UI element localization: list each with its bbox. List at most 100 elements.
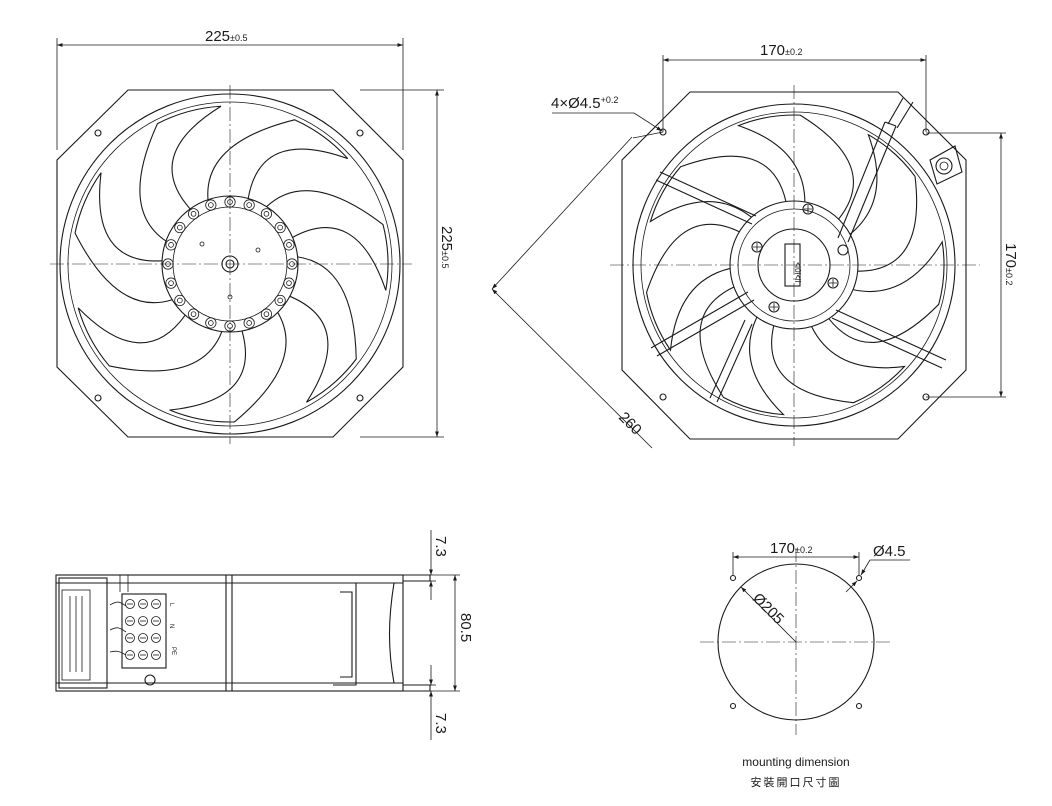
hub-bolt — [174, 294, 186, 307]
mounting-hole-dia-label: Ø4.5 — [873, 543, 906, 560]
mounting-view: 170±0.2 Ø4.5 Ø205 mounting dimension 安裝開… — [700, 540, 910, 789]
impeller-blade — [849, 133, 918, 272]
impeller-blade — [771, 325, 906, 404]
side-bottom-flange-label: 7.3 — [432, 713, 449, 734]
hub-bolt-center — [177, 224, 183, 231]
impeller-blade — [169, 312, 287, 423]
hub-bolt-center — [177, 297, 183, 304]
rear-frame — [621, 91, 967, 440]
impeller-blade — [699, 286, 786, 416]
front-width-dim-label: 225±0.5 — [205, 28, 247, 45]
rear-hole-callout: 4×Ø4.5+0.2 — [551, 95, 618, 112]
impeller-blade — [649, 155, 787, 223]
terminal-screw — [151, 599, 161, 609]
mounting-caption-zh: 安裝開口尺寸圖 — [751, 775, 842, 789]
terminal-screw — [151, 616, 161, 626]
terminal-screw — [125, 633, 135, 643]
side-terminal-PE: PE — [170, 647, 176, 655]
side-terminals — [125, 599, 161, 660]
impeller-blade — [74, 172, 173, 304]
hub-bolt — [243, 317, 255, 329]
impeller-blade — [139, 105, 222, 242]
terminal-screw — [138, 599, 148, 609]
front-view: 225±0.5 225±0.5 — [50, 28, 455, 444]
rear-spokes — [650, 97, 947, 403]
terminal-screw — [138, 633, 148, 643]
mounting-cutout-dim-line — [740, 586, 797, 643]
front-frame — [56, 89, 404, 438]
impeller-blade — [77, 307, 223, 372]
mounting-spacing-label: 170±0.2 — [770, 540, 812, 557]
rear-cable-gland — [929, 145, 963, 185]
rear-hole-spacing-y-label: 170±0.2 — [1002, 243, 1019, 285]
front-height-dim-label: 225±0.5 — [438, 226, 455, 268]
mounting-hole — [855, 702, 863, 710]
hub-bolt-center — [263, 211, 270, 217]
side-terminal-block — [121, 593, 167, 669]
impeller-blade — [207, 119, 349, 200]
side-terminal-N: N — [168, 624, 174, 628]
hub-bolt — [283, 239, 295, 251]
mounting-hole — [729, 702, 737, 710]
hub-bolt — [187, 308, 200, 320]
mounting-caption-en: mounting dimension — [742, 755, 849, 769]
impeller-blade — [828, 240, 945, 343]
terminal-screw — [125, 616, 135, 626]
hub-bolt — [174, 221, 186, 234]
hub-bolt-center — [277, 224, 283, 231]
rear-hole-spacing-x-label: 170±0.2 — [760, 42, 802, 59]
impeller-blade — [266, 190, 389, 291]
hub-bolt-center — [263, 311, 270, 317]
mounting-hole — [729, 574, 737, 582]
hub-bolt-center — [190, 311, 197, 317]
impeller-blade — [289, 256, 357, 403]
rear-view: 170±0.2 170±0.2 4×Ø4.5+0.2 260 — [491, 42, 1019, 449]
front-hole — [94, 394, 102, 402]
side-terminal-L: L — [168, 603, 174, 607]
hub-bolt — [205, 317, 217, 329]
terminal-screw — [138, 616, 148, 626]
hub-bolt-center — [246, 320, 252, 326]
hub-bolt-center — [246, 202, 252, 208]
hub-bolt-center — [190, 211, 197, 217]
rear-diagonal-dim-line — [491, 136, 633, 290]
rear-diagonal-label: 260 — [615, 409, 645, 439]
terminal-screw — [151, 650, 161, 660]
side-depth-label: 80.5 — [457, 613, 474, 642]
hub-bolt — [165, 277, 177, 289]
hub-bolt-center — [277, 297, 283, 304]
hub-bolt — [165, 239, 177, 251]
terminal-screw — [151, 633, 161, 643]
hub-bolt — [205, 199, 217, 211]
hub-bolt-center — [208, 202, 214, 208]
hub-bolt-center — [168, 280, 174, 286]
hub-bolt — [187, 208, 200, 220]
front-impeller-blades — [74, 105, 389, 423]
hub-bolt-center — [208, 320, 214, 326]
impeller-blade — [645, 223, 740, 352]
front-hole — [356, 129, 364, 137]
hub-bolt — [260, 308, 273, 320]
terminal-screw — [138, 650, 148, 660]
terminal-screw — [125, 599, 135, 609]
hub-bolt-center — [286, 242, 292, 248]
hub-bolt — [243, 199, 255, 211]
rear-hub-screws — [751, 203, 849, 313]
hub-bolt — [260, 208, 273, 220]
mounting-hole — [855, 574, 863, 582]
side-junction-box — [58, 577, 108, 689]
mounting-cutout-label: Ø205 — [749, 590, 787, 628]
hub-bolt-center — [168, 242, 174, 248]
rear-hub-label: ᐊ0lᐊl — [793, 262, 802, 283]
hub-bolt — [283, 277, 295, 289]
hub-bolt — [274, 221, 286, 234]
side-body — [55, 574, 404, 692]
side-view: L N PE 80.5 7.3 7.3 — [55, 530, 474, 740]
front-hole — [356, 394, 364, 402]
impeller-blade — [736, 114, 854, 220]
hub-bolt-center — [286, 280, 292, 286]
front-hole — [94, 129, 102, 137]
side-top-flange-label: 7.3 — [432, 536, 449, 557]
hub-bolt — [274, 294, 286, 307]
